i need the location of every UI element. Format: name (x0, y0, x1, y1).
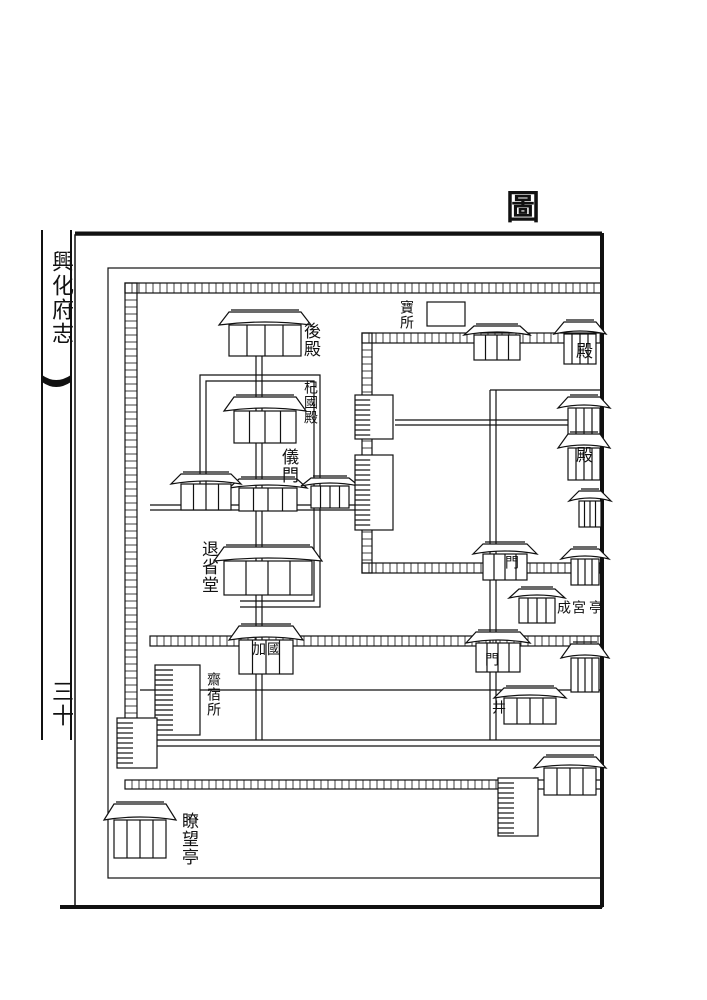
label-liao-ji-ting: 瞭望亭 (178, 812, 198, 866)
label-bao-suo: 寶所 (398, 300, 414, 330)
stair-hall (497, 777, 539, 837)
label-ji-guo-dian: 杞國殿 (302, 380, 318, 425)
label-ting-right: 亭 (587, 600, 603, 615)
right-building-4 (506, 586, 568, 624)
label-yi-men-yi: 儀門 (278, 448, 298, 484)
right-building-5 (559, 546, 611, 586)
margin-strip-lines (41, 230, 72, 740)
right-hall-building-1 (556, 394, 612, 436)
label-dian-right-2: 殿 (572, 446, 592, 464)
outer-gate-building (102, 801, 178, 859)
label-gong-right: 宮 (570, 600, 586, 615)
label-jing: 井 (490, 700, 506, 715)
margin-title: 興化府志 (48, 250, 73, 346)
left-side-gate-building (169, 471, 243, 511)
left-hall-2 (354, 454, 394, 531)
label-men-right-1: 門 (503, 555, 519, 570)
label-cheng-right: 成 (555, 600, 571, 615)
lodging-hall (154, 664, 201, 736)
front-gate-building (227, 623, 305, 675)
label-tui-sheng-tang: 退省堂 (198, 540, 218, 594)
well-pavilion-building (492, 685, 568, 725)
label-zhai-su-suo: 齋宿所 (205, 672, 221, 717)
main-hall-building (222, 394, 308, 444)
west-gate-hall (116, 717, 158, 769)
label-hou-dian: 後殿 (300, 322, 320, 358)
right-building-6 (559, 641, 611, 693)
page-title: 圖 (506, 188, 540, 228)
right-gate-building-1 (471, 541, 539, 581)
right-gate-building-2 (464, 629, 532, 673)
rear-hall-building (217, 309, 313, 357)
right-hall-building-2 (556, 431, 612, 481)
right-hall-building-3 (566, 488, 614, 528)
label-jia-guo: 加國 (252, 642, 282, 658)
left-hall-1 (354, 394, 394, 440)
label-men-right-2: 門 (483, 652, 499, 667)
retreat-hall-building (212, 544, 324, 596)
fishtail-mark (42, 375, 71, 387)
right-corner-tower (532, 754, 608, 796)
margin-page-number: 三十 (48, 680, 73, 728)
label-dian-right-1: 殿 (572, 342, 592, 360)
right-top-building-1 (462, 323, 532, 361)
margin-strip (40, 230, 74, 740)
right-side-gate-building (300, 475, 360, 509)
treasure-box-glyph (426, 301, 466, 327)
ceremonial-gate-building (227, 476, 309, 512)
right-top-building-2 (552, 319, 608, 365)
